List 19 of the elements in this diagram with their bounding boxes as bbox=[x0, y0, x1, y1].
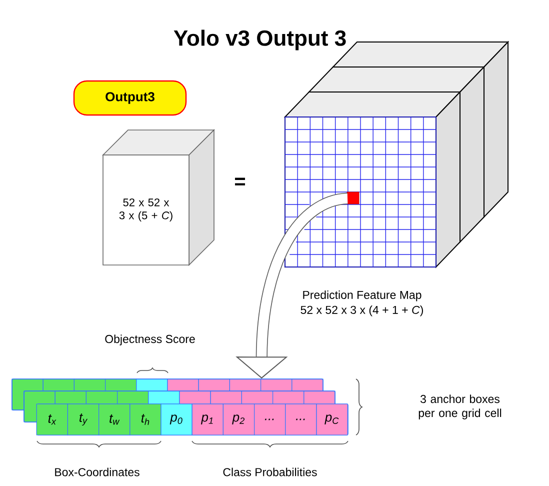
output-label: Output3 bbox=[73, 80, 187, 116]
annotation-label: Box-Coordinates bbox=[55, 468, 140, 476]
equals-sign: = bbox=[235, 178, 246, 186]
vector-cell: t$_{x}$ bbox=[36, 404, 68, 436]
annotation-label: Objectness Score bbox=[105, 334, 195, 346]
title: Yolo v3 Output 3 bbox=[174, 30, 346, 50]
vector-cell: t$_{h}$ bbox=[130, 404, 162, 436]
annotation-label: 3 anchor boxes per one grid cell bbox=[418, 394, 502, 420]
vector-cell: ... bbox=[254, 404, 286, 436]
grid-cell bbox=[346, 192, 360, 204]
vector-cell: p$_{1}$ bbox=[192, 404, 224, 436]
vector-cell: t$_{y}$ bbox=[67, 404, 100, 436]
vector-cell: p$_{0}$ bbox=[160, 404, 192, 436]
vector-cell: t$_{w}$ bbox=[98, 404, 130, 436]
cube-caption: Prediction Feature Map 52 x 52 x 3 x (4 + 1 + C) bbox=[300, 290, 423, 316]
vector-cell: p$_{2}$ bbox=[222, 404, 255, 436]
vector-cell: ... bbox=[285, 404, 317, 436]
annotation-label: Class Probabilities bbox=[223, 468, 317, 476]
vector-cell: p$_{C}$ bbox=[316, 404, 348, 436]
